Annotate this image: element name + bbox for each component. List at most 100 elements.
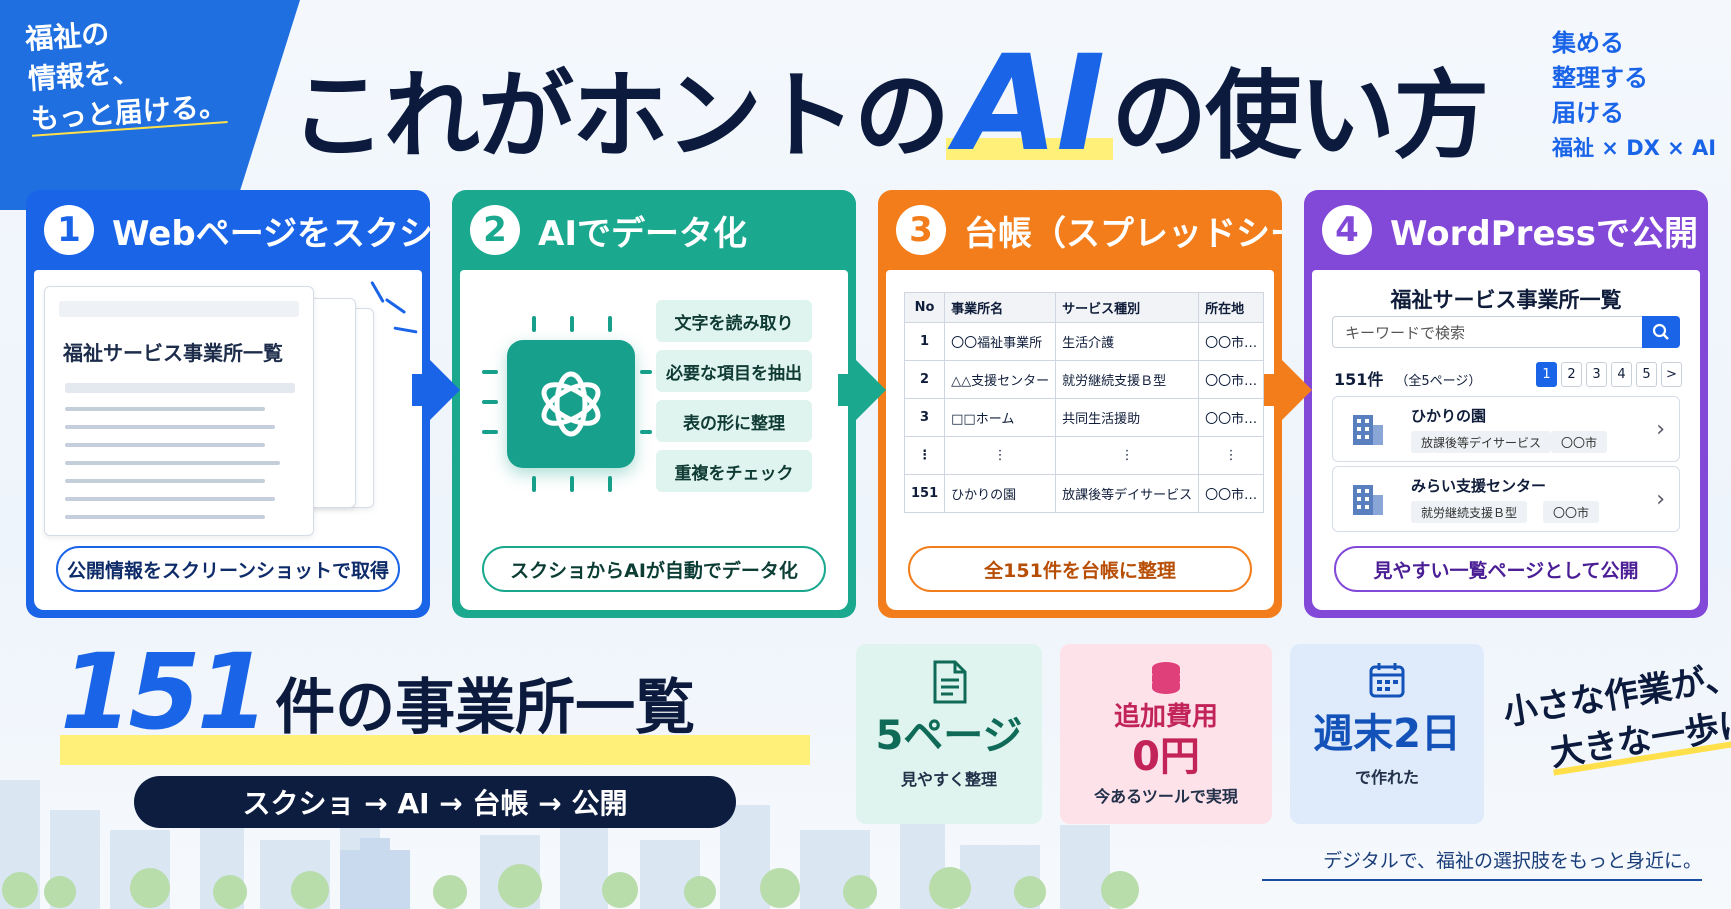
ledger-table: No 事業所名 サービス種別 所在地 1 〇〇福祉事業所 生活介護 〇〇市… 2…: [903, 292, 1265, 513]
step-1-title: Webページをスクショ: [112, 213, 430, 254]
result-headline: 151 件の事業所一覧: [60, 640, 695, 744]
table-row: 3 □□ホーム 共同生活援助 〇〇市…: [903, 398, 1265, 437]
wp-page-title: 福祉サービス事業所一覧: [1390, 288, 1622, 312]
cell: △△支援センター: [944, 360, 1057, 399]
table-row: 2 △△支援センター 就労継続支援Ｂ型 〇〇市…: [903, 360, 1265, 399]
step-card-1: 1 Webページをスクショ 福祉サービス事業所一覧 公開情報をスクリーンショット…: [26, 190, 430, 618]
item-city-tag: 〇〇市: [1543, 501, 1600, 523]
page-3-button[interactable]: 3: [1586, 362, 1607, 387]
pagination: 1 2 3 4 5 >: [1536, 362, 1682, 387]
col-location: 所在地: [1198, 292, 1265, 323]
list-item[interactable]: ひかりの園 放課後等デイサービス 〇〇市 ›: [1332, 396, 1680, 462]
mock-row: [65, 515, 265, 519]
task-read-text: 文字を読み取り: [656, 300, 812, 342]
mock-row: [65, 497, 275, 501]
step-2-header: 2 AIでデータ化: [452, 190, 856, 270]
headline-part-1: これがホントの: [290, 60, 950, 173]
list-item[interactable]: みらい支援センター 就労継続支援Ｂ型 〇〇市 ›: [1332, 466, 1680, 532]
flash-ray: [393, 326, 418, 334]
tagline: デジタルで、福祉の選択肢をもっと身近に。: [1262, 846, 1702, 881]
task-make-table: 表の形に整理: [656, 400, 812, 442]
stat-pages: 5ページ 見やすく整理: [856, 644, 1042, 824]
item-name: ひかりの園: [1411, 407, 1487, 425]
page-2-button[interactable]: 2: [1561, 362, 1582, 387]
cell: 〇〇市…: [1198, 398, 1265, 437]
step-2-body: 文字を読み取り 必要な項目を抽出 表の形に整理 重複をチェック スクショからAI…: [460, 270, 848, 610]
step-2-title: AIでデータ化: [538, 213, 747, 254]
slogan: 小さな作業が、 大きな一歩に。: [1500, 647, 1731, 785]
page-1-button[interactable]: 1: [1536, 362, 1557, 387]
step-4-title: WordPressで公開: [1390, 213, 1698, 254]
cell: ⋮: [1198, 436, 1265, 475]
step-1-number: 1: [44, 205, 94, 255]
cell: □□ホーム: [944, 398, 1057, 437]
calendar-icon: [1369, 663, 1405, 698]
chip-pin: [640, 430, 652, 434]
cell: ⋮: [1055, 436, 1200, 475]
process-flow: スクショ → AI → 台帳 → 公開: [134, 776, 736, 828]
headline-part-2: の使い方: [1111, 60, 1489, 173]
table-row: 1 〇〇福祉事業所 生活介護 〇〇市…: [903, 322, 1265, 361]
keyword-tags: 集める 整理する 届ける 福祉 × DX × AI: [1552, 26, 1716, 166]
chip-pin: [532, 316, 536, 332]
cell: 〇〇福祉事業所: [944, 322, 1057, 361]
step-1-caption: 公開情報をスクリーンショットで取得: [56, 546, 400, 592]
tag-deliver: 届ける: [1552, 99, 1624, 127]
chip-pin: [570, 316, 574, 332]
chip-pin: [482, 400, 498, 404]
step-1-header: 1 Webページをスクショ: [26, 190, 430, 270]
ai-knot-icon: [541, 371, 601, 437]
col-service: サービス種別: [1055, 292, 1200, 323]
document-icon: [933, 660, 967, 704]
step-card-4: 4 WordPressで公開 福祉サービス事業所一覧 キーワードで検索 151件…: [1304, 190, 1708, 618]
step-4-number: 4: [1322, 205, 1372, 255]
item-service-tag: 就労継続支援Ｂ型: [1411, 501, 1528, 523]
mock-row: [65, 479, 265, 483]
arrow-right-icon: [1282, 360, 1312, 420]
next-page-button[interactable]: >: [1661, 362, 1682, 387]
ai-chip-icon: [507, 340, 635, 468]
result-text: 件の事業所一覧: [275, 673, 696, 743]
task-check-duplicates: 重複をチェック: [656, 450, 812, 492]
search-button[interactable]: [1642, 316, 1680, 348]
cell: ⋮: [944, 436, 1057, 475]
col-name: 事業所名: [944, 292, 1057, 323]
item-service-tag: 放課後等デイサービス: [1411, 431, 1552, 453]
cell: 3: [903, 398, 946, 437]
step-4-body: 福祉サービス事業所一覧 キーワードで検索 151件（全5ページ） 1 2 3 4…: [1312, 270, 1700, 610]
result-number: 151: [60, 631, 269, 753]
tag-welfare-dx-ai: 福祉 × DX × AI: [1552, 136, 1717, 160]
chip-pin: [640, 370, 652, 374]
table-row: ⋮ ⋮ ⋮ ⋮: [903, 436, 1265, 475]
table-row: 151 ひかりの園 放課後等デイサービス 〇〇市…: [903, 474, 1265, 513]
page-5-button[interactable]: 5: [1636, 362, 1657, 387]
chip-pin: [482, 370, 498, 374]
count-pages: （全5ページ）: [1395, 374, 1482, 389]
chip-pin: [608, 316, 612, 332]
arrow-right-icon: [430, 360, 460, 420]
building-icon: [1353, 415, 1383, 445]
mock-row: [65, 407, 265, 411]
cell: 1: [903, 322, 946, 361]
mock-page-title: 福祉サービス事業所一覧: [63, 341, 283, 365]
step-card-3: 3 台帳（スプレッドシート） No 事業所名 サービス種別 所在地 1 〇〇福祉…: [878, 190, 1282, 618]
screenshot-mock: 福祉サービス事業所一覧: [44, 286, 314, 536]
page-4-button[interactable]: 4: [1611, 362, 1632, 387]
result-count: 151件（全5ページ）: [1334, 366, 1481, 390]
cell: 2: [903, 360, 946, 399]
cell: 〇〇市…: [1198, 474, 1265, 513]
stat-cost-label: 追加費用: [1113, 702, 1218, 732]
stat-cost-value: 0円: [1132, 734, 1200, 780]
chip-pin: [482, 430, 498, 434]
arrow-right-icon: [856, 360, 886, 420]
step-3-header: 3 台帳（スプレッドシート）: [878, 190, 1282, 270]
cell: 放課後等デイサービス: [1055, 474, 1200, 513]
search-input[interactable]: キーワードで検索: [1332, 316, 1680, 348]
step-1-body: 福祉サービス事業所一覧 公開情報をスクリーンショットで取得: [34, 270, 422, 610]
coins-icon: [1152, 662, 1180, 694]
stat-pages-label: 見やすく整理: [900, 770, 997, 789]
mock-row: [65, 443, 265, 447]
cell: ⋮: [903, 436, 946, 475]
page-title: これがホントの AI の使い方: [290, 38, 1489, 173]
mock-browser-bar: [59, 301, 299, 317]
